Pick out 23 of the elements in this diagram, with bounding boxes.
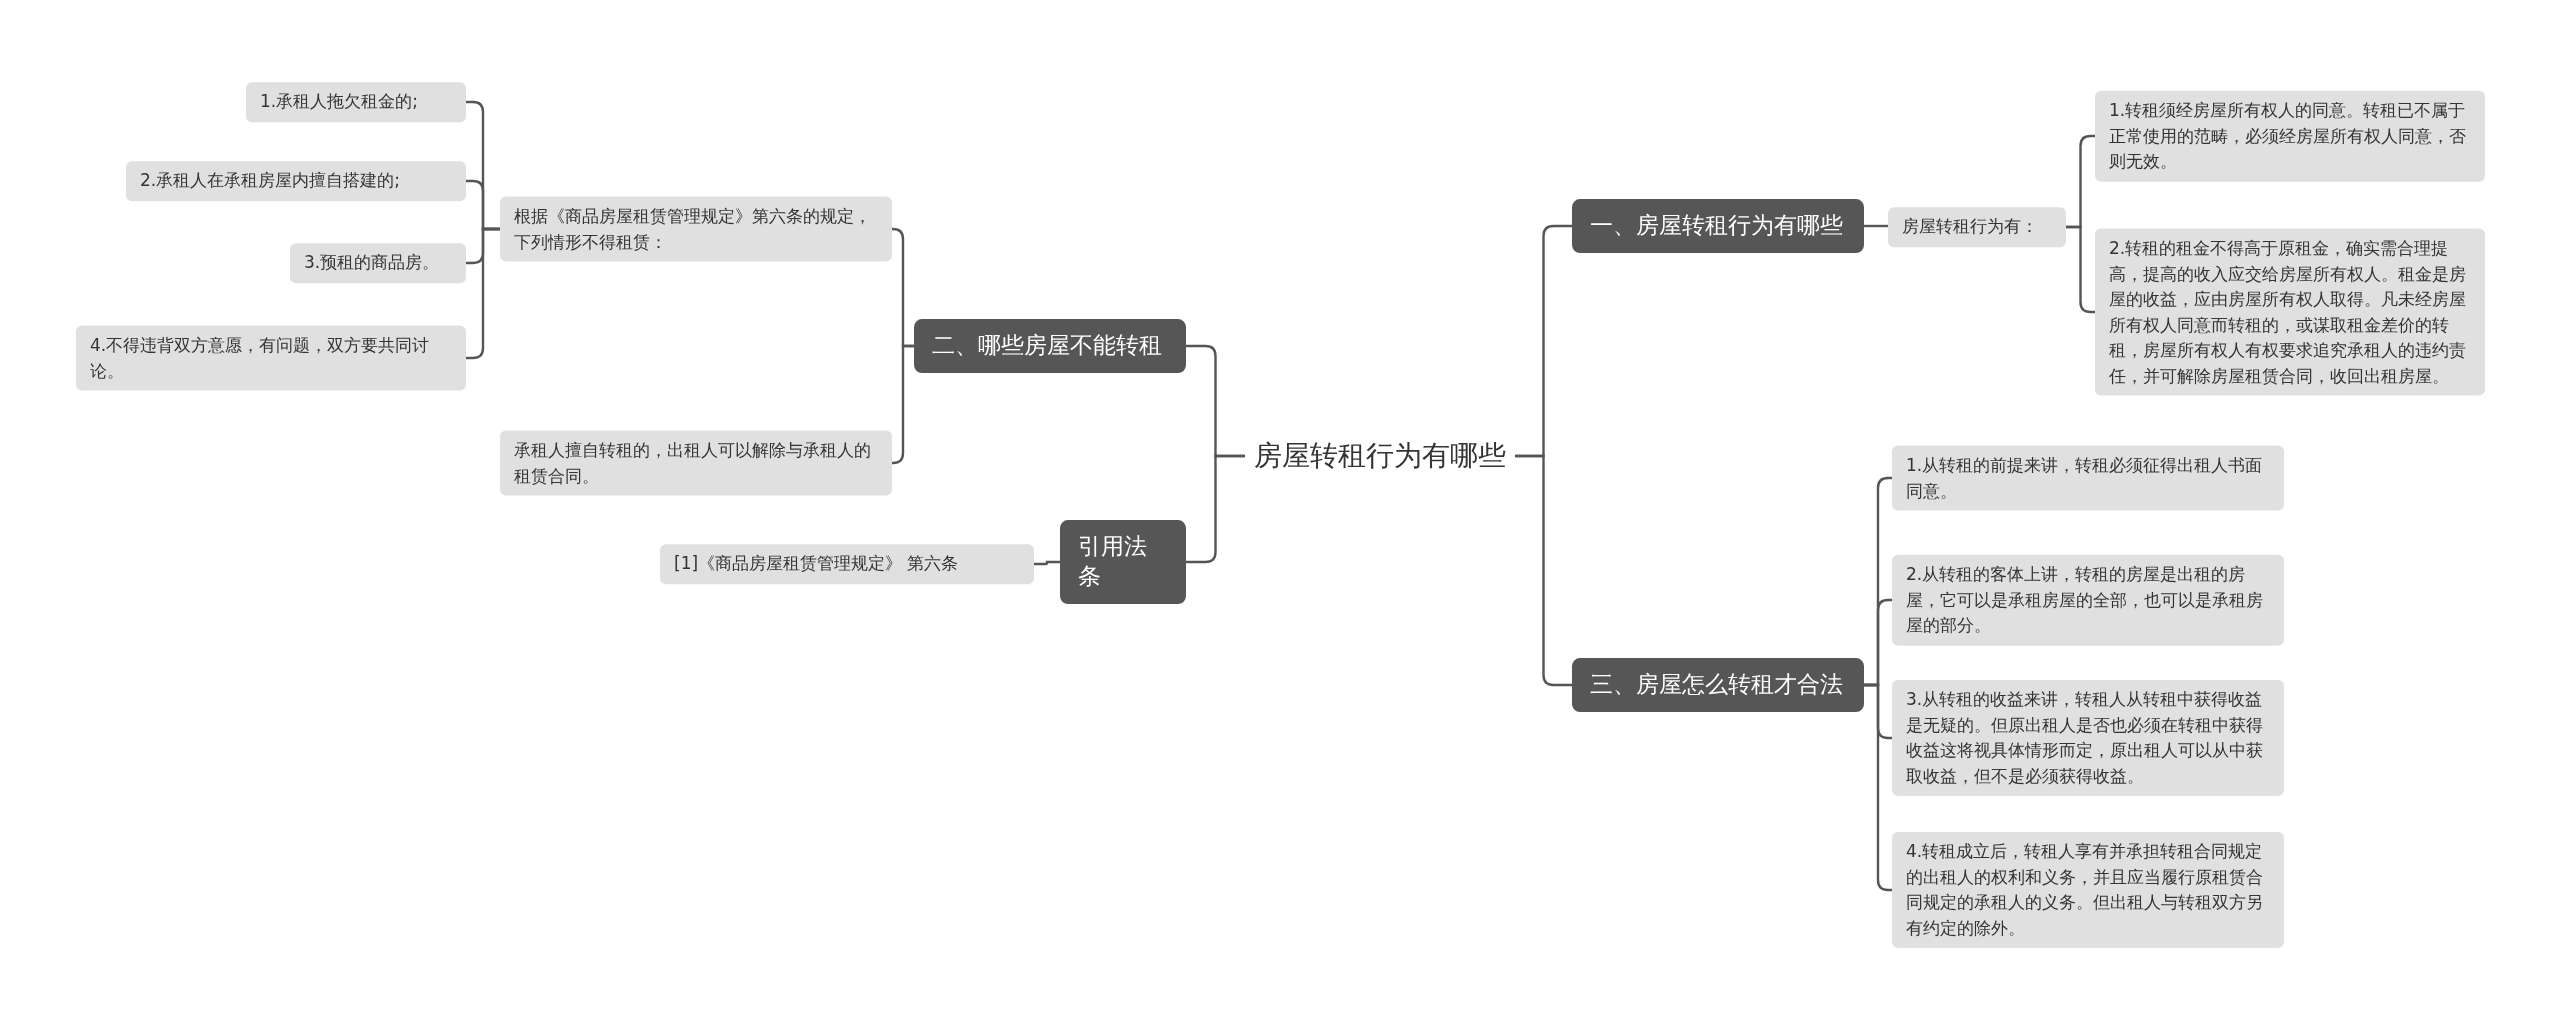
topic-card: 2.转租的租金不得高于原租金，确实需合理提高，提高的收入应交给房屋所有权人。租金是房屋的收益，应由房屋所有权人取得。凡未经房屋所有权人同意而转租的，或谋取租金差价的转租，房屋所有权人有权要求追究承租人的违约责任，并可解除房屋租赁合同，收回出租房屋。 xyxy=(2095,228,2485,396)
topic-card: 1.承租人拖欠租金的; xyxy=(246,82,466,122)
topic-card: 3.从转租的收益来讲，转租人从转租中获得收益是无疑的。但原出租人是否也必须在转租中获得收益这将视具体情形而定，原出租人可以从中获取收益，但不是必须获得收益。 xyxy=(1892,680,2284,796)
topic-card: 2.从转租的客体上讲，转租的房屋是出租的房屋，它可以是承租房屋的全部，也可以是承租房屋的部分。 xyxy=(1892,554,2284,646)
topic-card: 1.从转租的前提来讲，转租必须征得出租人书面同意。 xyxy=(1892,445,2284,511)
topic-card: 1.转租须经房屋所有权人的同意。转租已不属于正常使用的范畴，必须经房屋所有权人同意，否则无效。 xyxy=(2095,90,2485,182)
branch-topic: 二、哪些房屋不能转租 xyxy=(914,319,1186,373)
central-topic: 房屋转租行为有哪些 xyxy=(1245,433,1515,479)
topic-card: 3.预租的商品房。 xyxy=(290,243,466,283)
topic-card: 房屋转租行为有： xyxy=(1888,207,2066,247)
connector-line xyxy=(891,344,914,465)
branch-topic: 一、房屋转租行为有哪些 xyxy=(1572,199,1864,253)
topic-card: 4.转租成立后，转租人享有并承担转租合同规定的出租人的权利和义务，并且应当履行原租赁合同规定的承租人的义务。但出租人与转租双方另有约定的除外。 xyxy=(1892,832,2284,948)
connector-line xyxy=(1864,683,1892,892)
branch-topic: 引用法条 xyxy=(1060,520,1186,604)
topic-card: 承租人擅自转租的，出租人可以解除与承租人的租赁合同。 xyxy=(500,430,892,496)
topic-card: 2.承租人在承租房屋内擅自搭建的; xyxy=(126,161,466,201)
connector-line xyxy=(1034,560,1060,566)
connector-line xyxy=(1864,224,1888,228)
topic-card: [1]《商品房屋租赁管理规定》 第六条 xyxy=(660,544,1034,584)
topic-card: 根据《商品房屋租赁管理规定》第六条的规定，下列情形不得租赁： xyxy=(500,196,892,262)
branch-topic: 三、房屋怎么转租才合法 xyxy=(1572,658,1864,712)
topic-card: 4.不得违背双方意愿，有问题，双方要共同讨论。 xyxy=(76,325,466,391)
